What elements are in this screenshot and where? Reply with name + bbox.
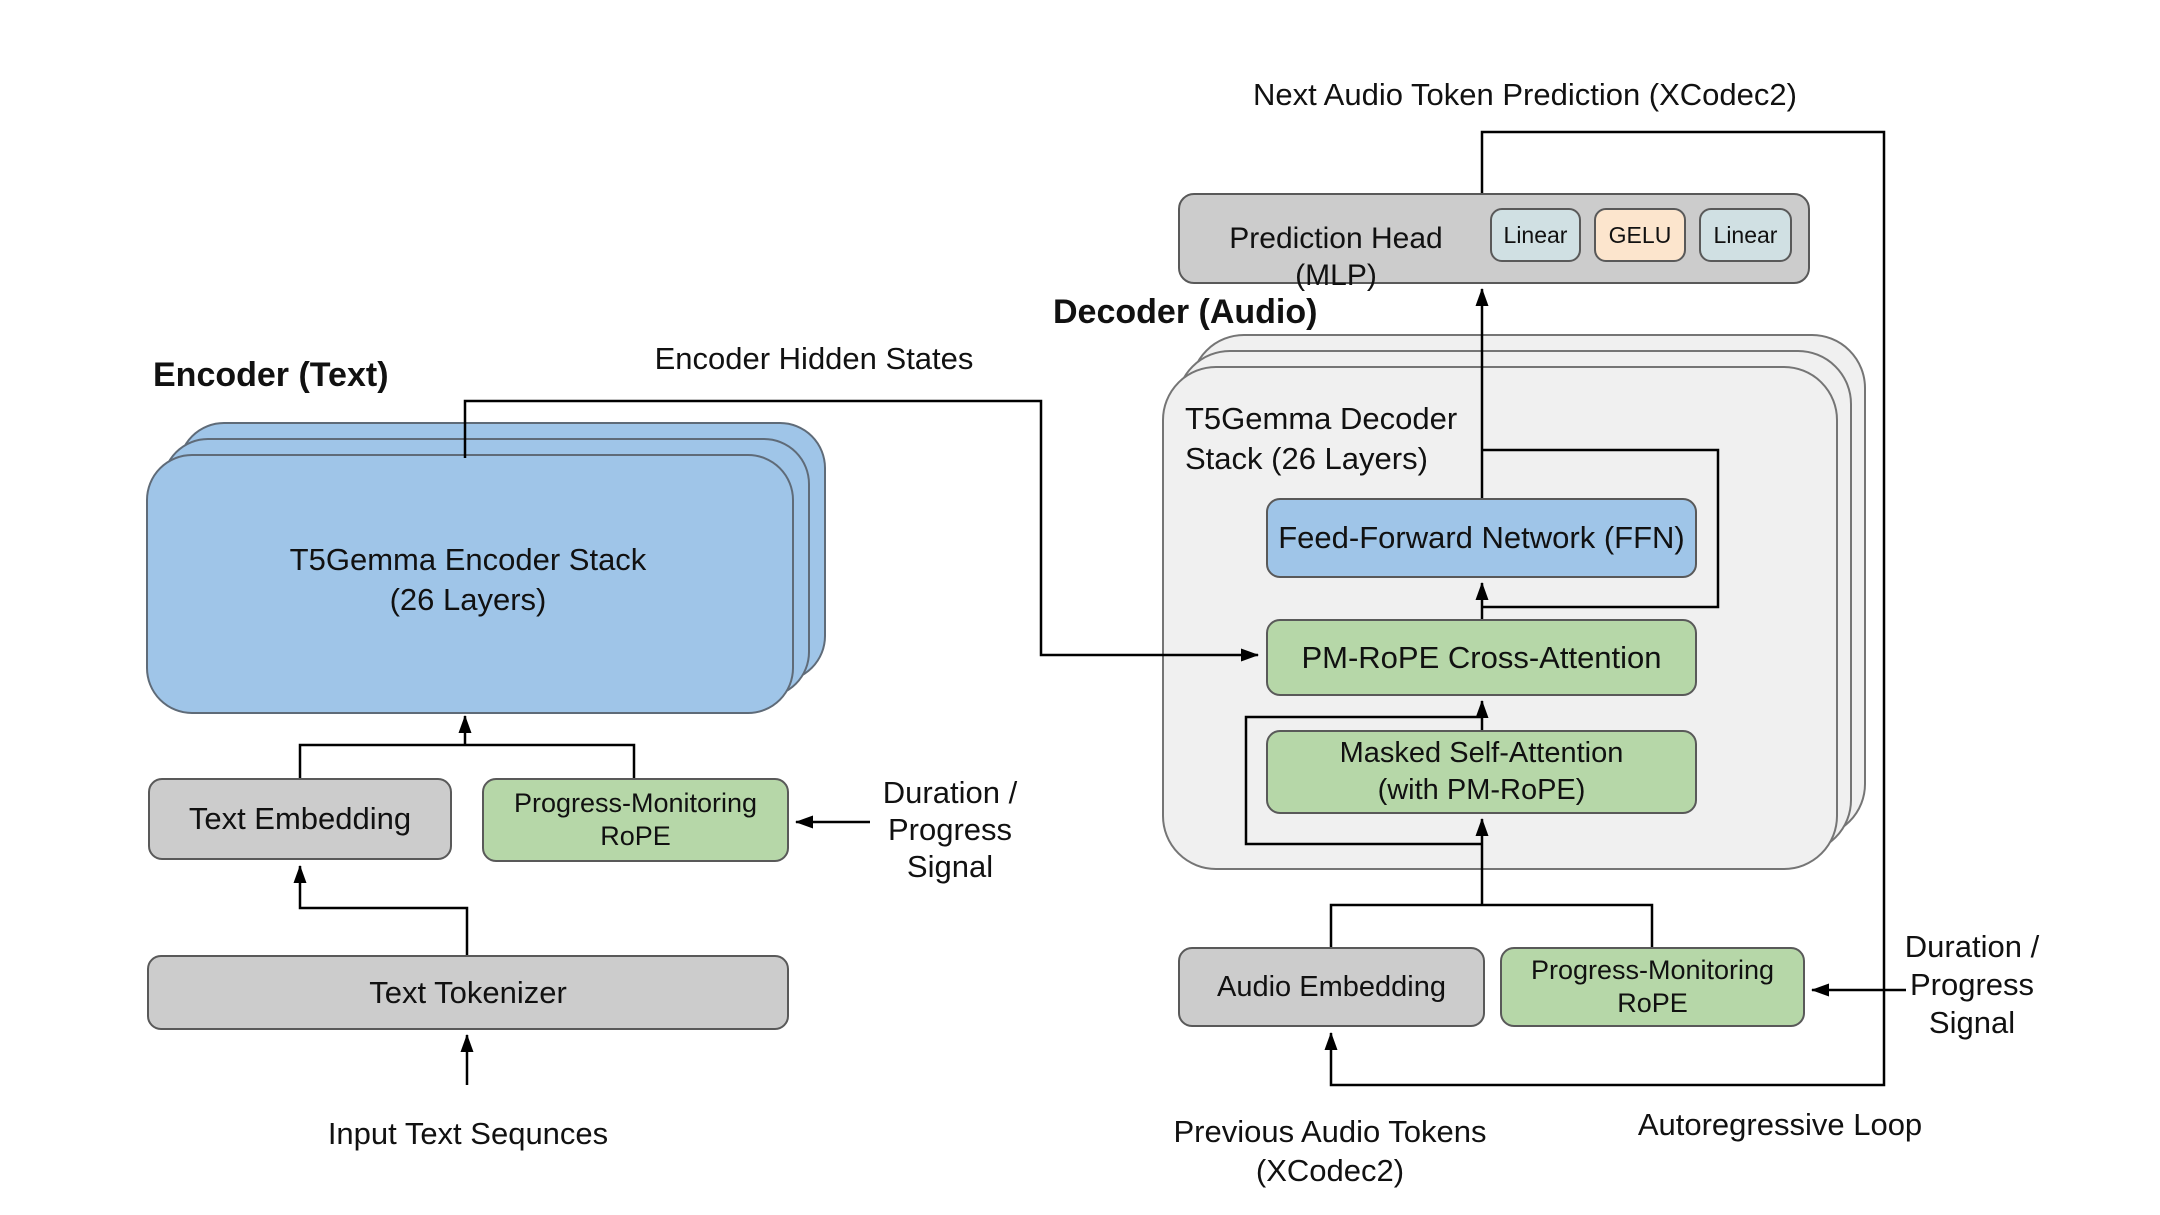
- text-embedding-box: Text Embedding: [148, 778, 452, 860]
- decoder-duration-signal-label: Duration / Progress Signal: [1820, 928, 2124, 1042]
- wire-ffn-skip: [1482, 448, 1720, 609]
- decoder-stack-label-line1: T5Gemma Decoder: [1185, 401, 1458, 436]
- text-tokenizer-box: Text Tokenizer: [147, 955, 789, 1030]
- encoder-duration-signal-label: Duration / Progress Signal: [800, 774, 1100, 885]
- encoder-duration-line1: Duration /: [882, 775, 1018, 810]
- wire-decoder-merge: [1329, 903, 1654, 947]
- encoder-rope-box: Progress-Monitoring RoPE: [482, 778, 789, 862]
- prediction-head-label: Prediction Head (MLP): [1229, 222, 1443, 292]
- encoder-duration-line3: Signal: [906, 849, 994, 884]
- wire-encoder-merge: [298, 743, 636, 779]
- encoder-stack-front: [146, 454, 794, 714]
- masked-self-attention-line2: (with PM-RoPE): [1377, 774, 1586, 806]
- cross-attention-box: PM-RoPE Cross-Attention: [1266, 619, 1697, 696]
- encoder-duration-line2: Progress: [887, 812, 1013, 847]
- previous-audio-tokens-label: Previous Audio Tokens (XCodec2): [1130, 1112, 1530, 1190]
- wire-encoder-hidden-states: [463, 399, 1259, 662]
- decoder-stack-label: T5Gemma Decoder Stack (26 Layers): [1185, 399, 1485, 479]
- prediction-head-chip-gelu: GELU: [1594, 208, 1686, 262]
- decoder-rope-box: Progress-Monitoring RoPE: [1500, 947, 1805, 1027]
- previous-audio-tokens-line2: (XCodec2): [1255, 1153, 1405, 1188]
- decoder-stack-label-line2: Stack (26 Layers): [1185, 441, 1428, 476]
- decoder-duration-line3: Signal: [1928, 1005, 2016, 1040]
- wire-tokenizer-to-embedding: [293, 865, 469, 955]
- ffn-box: Feed-Forward Network (FFN): [1266, 498, 1697, 578]
- encoder-stack-label-line1: T5Gemma Encoder Stack: [289, 542, 647, 577]
- decoder-duration-line2: Progress: [1909, 967, 2035, 1002]
- prediction-head-chip-linear-2: Linear: [1699, 208, 1792, 262]
- encoder-stack-label-line2: (26 Layers): [389, 582, 547, 617]
- prediction-head-chip-linear-1: Linear: [1490, 208, 1581, 262]
- encoder-stack-label: T5Gemma Encoder Stack (26 Layers): [146, 540, 790, 620]
- audio-embedding-box: Audio Embedding: [1178, 947, 1485, 1027]
- input-text-sequences-label: Input Text Sequnces: [327, 1116, 609, 1151]
- decoder-heading: Decoder (Audio): [1053, 293, 1318, 331]
- encoder-rope-line1: Progress-Monitoring: [513, 788, 758, 818]
- wire-masked-skip: [1244, 715, 1482, 846]
- masked-self-attention-box: Masked Self-Attention (with PM-RoPE): [1266, 730, 1697, 814]
- encoder-rope-line2: RoPE: [600, 821, 671, 851]
- previous-audio-tokens-line1: Previous Audio Tokens: [1173, 1114, 1487, 1149]
- title-next-audio-token: Next Audio Token Prediction (XCodec2): [1253, 77, 1797, 112]
- wire-autoregressive-loop: [1324, 130, 1886, 1087]
- decoder-rope-line2: RoPE: [1617, 988, 1688, 1018]
- encoder-hidden-states-label: Encoder Hidden States: [654, 341, 974, 376]
- masked-self-attention-line1: Masked Self-Attention: [1339, 737, 1624, 769]
- autoregressive-loop-label: Autoregressive Loop: [1637, 1107, 1923, 1142]
- decoder-duration-line1: Duration /: [1904, 929, 2040, 964]
- decoder-rope-line1: Progress-Monitoring: [1530, 955, 1775, 985]
- encoder-heading: Encoder (Text): [153, 356, 389, 394]
